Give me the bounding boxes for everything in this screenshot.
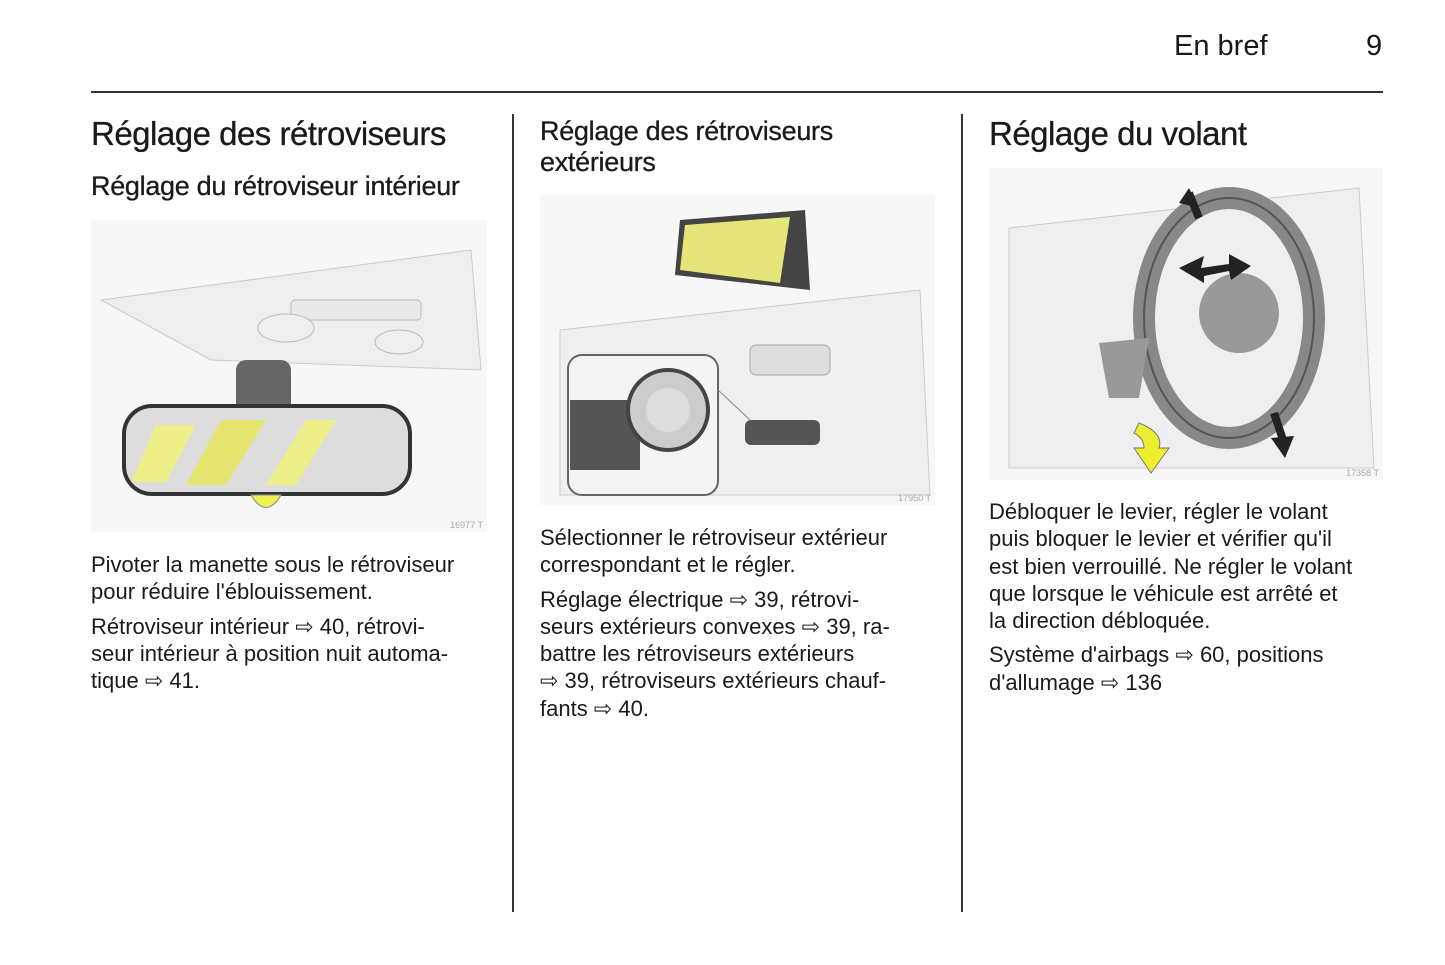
text-line: battre les rétroviseurs extérieurs	[540, 641, 855, 667]
column-steering-wheel: Réglage du volant	[989, 114, 1389, 154]
figure-code: 16977 T	[450, 520, 483, 530]
heading-exterior-mirrors: Réglage des rétroviseurs extérieurs	[540, 116, 940, 178]
text-line: correspondant et le régler.	[540, 552, 796, 578]
heading-line: Réglage des rétroviseurs	[540, 116, 834, 146]
text-line: Pivoter la manette sous le rétroviseur	[91, 552, 455, 577]
paragraph: Système d'airbags ⇨ 60, positions d'allu…	[989, 641, 1399, 696]
col3-body: Débloquer le levier, régler le volant pu…	[989, 498, 1399, 703]
paragraph: Rétroviseur intérieur ⇨ 40, rétrovi- seu…	[91, 613, 501, 695]
paragraph: Débloquer le levier, régler le volant pu…	[989, 498, 1399, 634]
text-line: Rétroviseur intérieur ⇨ 40, rétrovi-	[91, 613, 425, 639]
exterior-mirror-illustration: 17950 T	[540, 195, 935, 505]
heading-line: extérieurs	[540, 147, 656, 177]
text-line: fants ⇨ 40.	[540, 695, 649, 721]
text-line: Sélectionner le rétroviseur extérieur	[540, 525, 888, 550]
header-rule	[91, 91, 1383, 93]
text-line: Réglage électrique ⇨ 39, rétrovi-	[540, 586, 860, 612]
figure-code: 17950 T	[898, 493, 931, 503]
text-line: pour réduire l'éblouissement.	[91, 579, 373, 605]
text-line: puis bloquer le levier et vérifier qu'il	[989, 526, 1332, 552]
column-divider	[512, 114, 514, 912]
col2-body: Sélectionner le rétroviseur extérieur co…	[540, 524, 950, 729]
text-line: ⇨ 39, rétroviseurs extérieurs chauf-	[540, 668, 887, 694]
heading-steering-wheel: Réglage du volant	[989, 115, 1247, 152]
text-line: tique ⇨ 41.	[91, 668, 200, 694]
section-title: En bref	[1174, 30, 1268, 62]
steering-wheel-illustration: 17358 T	[989, 168, 1383, 480]
interior-mirror-illustration: 16977 T	[91, 220, 487, 532]
text-line: seurs extérieurs convexes ⇨ 39, ra-	[540, 613, 890, 639]
page-number: 9	[1366, 30, 1383, 62]
subheading-interior-mirror: Réglage du rétroviseur intérieur	[91, 171, 460, 201]
paragraph: Pivoter la manette sous le rétroviseur p…	[91, 551, 501, 606]
text-line: est bien verrouillé. Ne régler le volant	[989, 553, 1353, 579]
text-line: la direction débloquée.	[989, 608, 1211, 634]
col1-body: Pivoter la manette sous le rétroviseur p…	[91, 551, 501, 701]
text-line: Débloquer le levier, régler le volant	[989, 499, 1328, 524]
column-exterior-mirrors: Réglage des rétroviseurs extérieurs	[540, 116, 940, 178]
paragraph: Sélectionner le rétroviseur extérieur co…	[540, 524, 950, 579]
text-line: seur intérieur à position nuit automa-	[91, 640, 449, 666]
text-line: Système d'airbags ⇨ 60, positions	[989, 642, 1324, 668]
paragraph: Réglage électrique ⇨ 39, rétrovi- seurs …	[540, 586, 950, 722]
figure-code: 17358 T	[1346, 468, 1379, 478]
column-interior-mirror: Réglage des rétroviseurs Réglage du rétr…	[91, 114, 491, 202]
column-divider	[961, 114, 963, 912]
heading-mirrors: Réglage des rétroviseurs	[91, 115, 447, 152]
text-line: que lorsque le véhicule est arrêté et	[989, 580, 1338, 606]
text-line: d'allumage ⇨ 136	[989, 669, 1163, 695]
